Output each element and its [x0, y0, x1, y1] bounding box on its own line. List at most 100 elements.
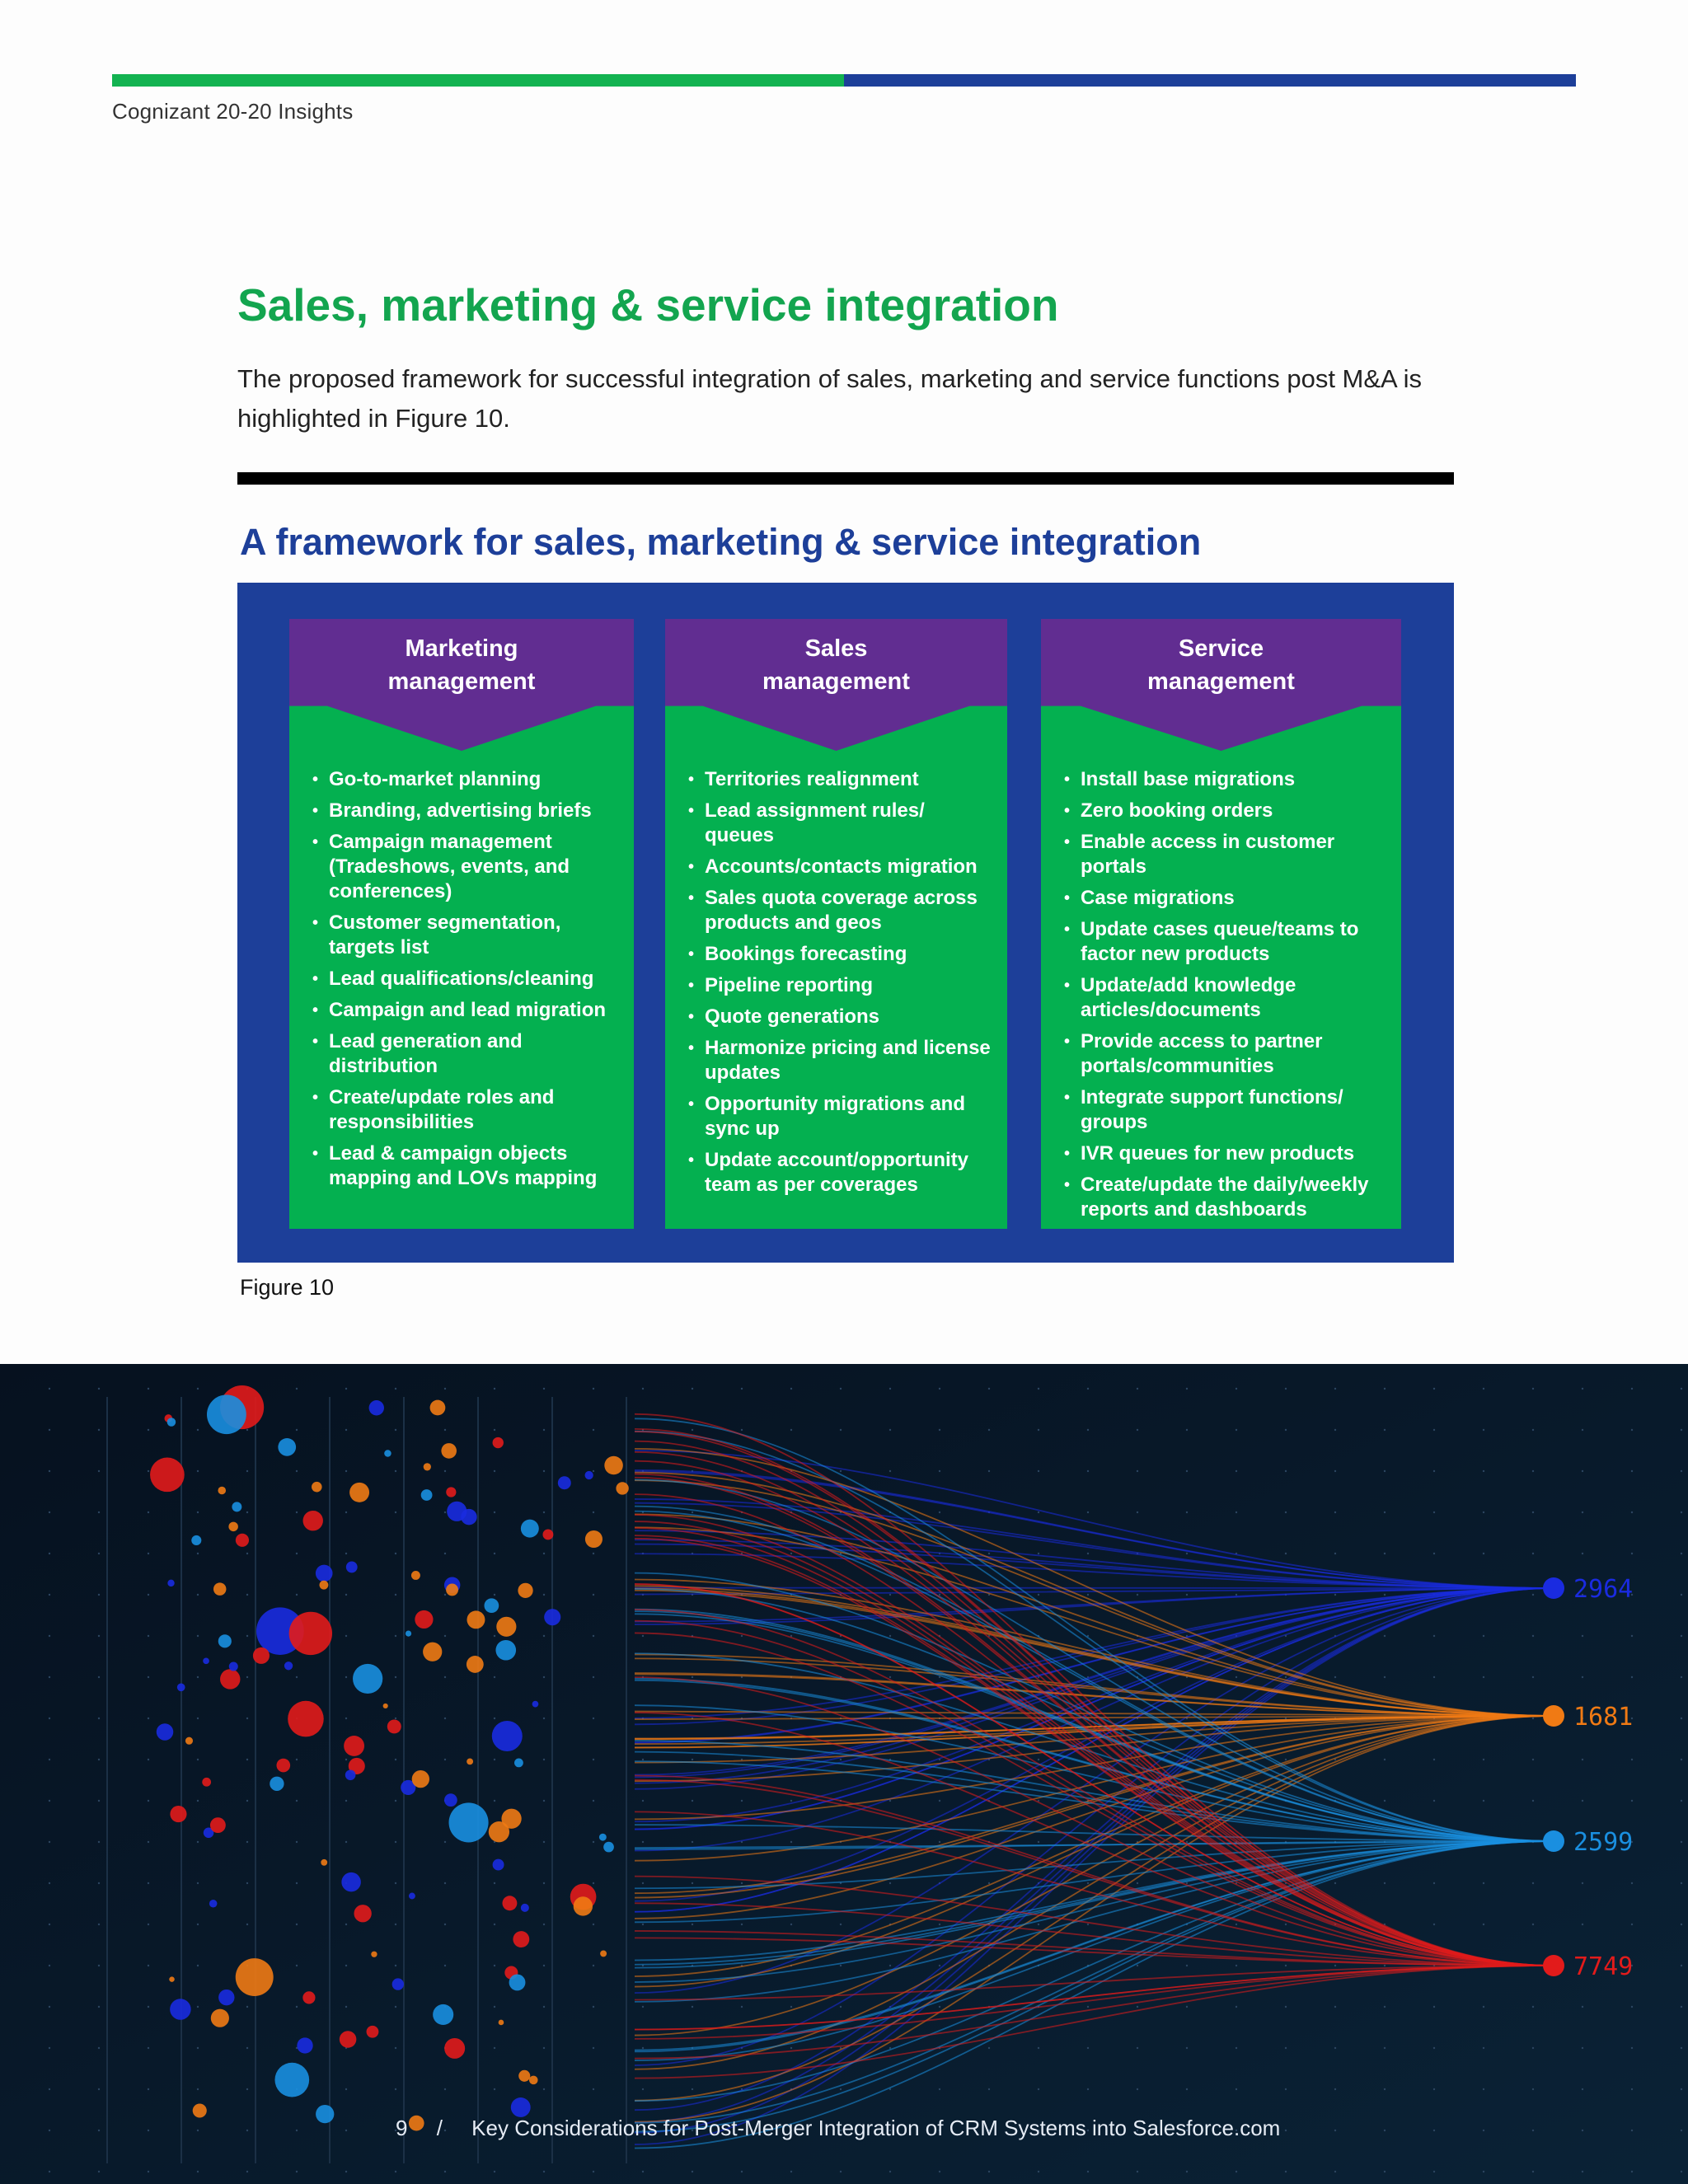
scatter-blob — [544, 1609, 561, 1626]
grid-dot — [1581, 1634, 1584, 1638]
brand-label: Cognizant 20-20 Insights — [112, 99, 354, 124]
grid-dot — [1432, 1469, 1436, 1473]
grid-dot — [1531, 1799, 1535, 1802]
scatter-blob — [446, 1583, 459, 1596]
scatter-blob — [415, 1610, 434, 1629]
grid-dot — [542, 1593, 546, 1596]
scatter-blob — [220, 1669, 241, 1690]
grid-dot — [48, 1428, 51, 1432]
grid-dot — [1334, 1428, 1337, 1432]
grid-dot — [740, 1387, 743, 1390]
grid-dot — [1432, 2170, 1436, 2173]
grid-dot — [443, 1469, 447, 1473]
flow-node-dot — [1543, 1577, 1564, 1599]
grid-dot — [592, 1923, 595, 1926]
flow-line — [634, 1840, 1554, 1961]
list-item: Territories realignment — [688, 767, 996, 792]
scatter-blob — [392, 1978, 405, 1990]
scatter-blob — [501, 1808, 522, 1829]
grid-dot — [1581, 1428, 1584, 1432]
grid-dot — [295, 1469, 298, 1473]
grid-dot — [1383, 1593, 1386, 1596]
scatter-blob — [598, 1833, 607, 1841]
scatter-blob — [491, 1720, 523, 1751]
scatter-blob — [167, 1579, 175, 1587]
grid-dot — [196, 1593, 199, 1596]
grid-dot — [1482, 2129, 1485, 2132]
flow-line — [634, 1704, 1554, 1842]
column-title-line1: Sales — [804, 635, 868, 662]
grid-dot — [790, 2129, 793, 2132]
grid-dot — [691, 1840, 694, 1844]
grid-dot — [1136, 1882, 1139, 1885]
grid-dot — [641, 1634, 645, 1638]
grid-dot — [493, 1387, 496, 1390]
grid-dot — [1136, 1593, 1139, 1596]
grid-dot — [987, 1428, 991, 1432]
column-title-line2: management — [1147, 668, 1295, 695]
list-item: Create/update the daily/weekly reports a… — [1064, 1173, 1390, 1222]
grid-dot — [1383, 1511, 1386, 1514]
column-header: Service management — [1041, 619, 1401, 751]
grid-dot — [641, 2170, 645, 2173]
grid-dot — [889, 1593, 892, 1596]
grid-dot — [1680, 2046, 1683, 2050]
grid-dot — [1630, 1469, 1634, 1473]
flow-line — [634, 1428, 1554, 1966]
grid-dot — [839, 1428, 842, 1432]
list-item: Lead qualifications/cleaning — [312, 967, 622, 991]
grid-dot — [196, 1923, 199, 1926]
grid-dot — [246, 1758, 249, 1761]
grid-dot — [1482, 1387, 1485, 1390]
flow-line — [634, 1774, 1554, 1966]
grid-dot — [1185, 2046, 1189, 2050]
grid-dot — [1680, 1593, 1683, 1596]
grid-dot — [938, 1840, 941, 1844]
scatter-blob — [316, 2104, 335, 2124]
flow-line — [634, 1715, 1554, 1895]
grid-dot — [48, 1593, 51, 1596]
grid-dot — [246, 1923, 249, 1926]
grid-dot — [1432, 2129, 1436, 2132]
grid-dot — [938, 1675, 941, 1679]
grid-dot — [147, 1634, 150, 1638]
list-item: Update account/opportunity team as per c… — [688, 1148, 996, 1197]
flow-line — [634, 1676, 1554, 1966]
grid-dot — [345, 2170, 348, 2173]
grid-dot — [147, 1799, 150, 1802]
grid-dot — [295, 1882, 298, 1885]
grid-dot — [394, 1552, 397, 1555]
grid-dot — [295, 1840, 298, 1844]
flow-line — [634, 1502, 1554, 1589]
grid-dot — [48, 1923, 51, 1926]
grid-dot — [542, 1634, 546, 1638]
grid-dot — [1185, 1511, 1189, 1514]
grid-dot — [1086, 1511, 1090, 1514]
grid-dot — [542, 1717, 546, 1720]
flow-node-dot — [1543, 1705, 1564, 1727]
grid-dot — [295, 1799, 298, 1802]
scatter-blob — [411, 1769, 429, 1788]
grid-dot — [1581, 1840, 1584, 1844]
grid-dot — [493, 2088, 496, 2091]
grid-dot — [1482, 1799, 1485, 1802]
grid-dot — [1284, 1469, 1287, 1473]
flow-line — [634, 1535, 1554, 1966]
grid-dot — [1630, 1675, 1634, 1679]
grid-dot — [790, 2170, 793, 2173]
column-header: Marketing management — [289, 619, 634, 751]
flow-line — [634, 1715, 1554, 1720]
grid-dot — [691, 1882, 694, 1885]
flow-line — [634, 1578, 1554, 1717]
grid-dot — [1235, 1469, 1238, 1473]
grid-dot — [394, 1799, 397, 1802]
grid-dot — [1630, 1552, 1634, 1555]
grid-dot — [97, 1758, 101, 1761]
flow-line — [634, 1588, 1554, 1842]
grid-dot — [345, 1511, 348, 1514]
grid-dot — [394, 1758, 397, 1761]
grid-dot — [1680, 2088, 1683, 2091]
grid-dot — [641, 2005, 645, 2008]
list-item: Opportunity migrations and sync up — [688, 1092, 996, 1141]
grid-dot — [938, 1428, 941, 1432]
